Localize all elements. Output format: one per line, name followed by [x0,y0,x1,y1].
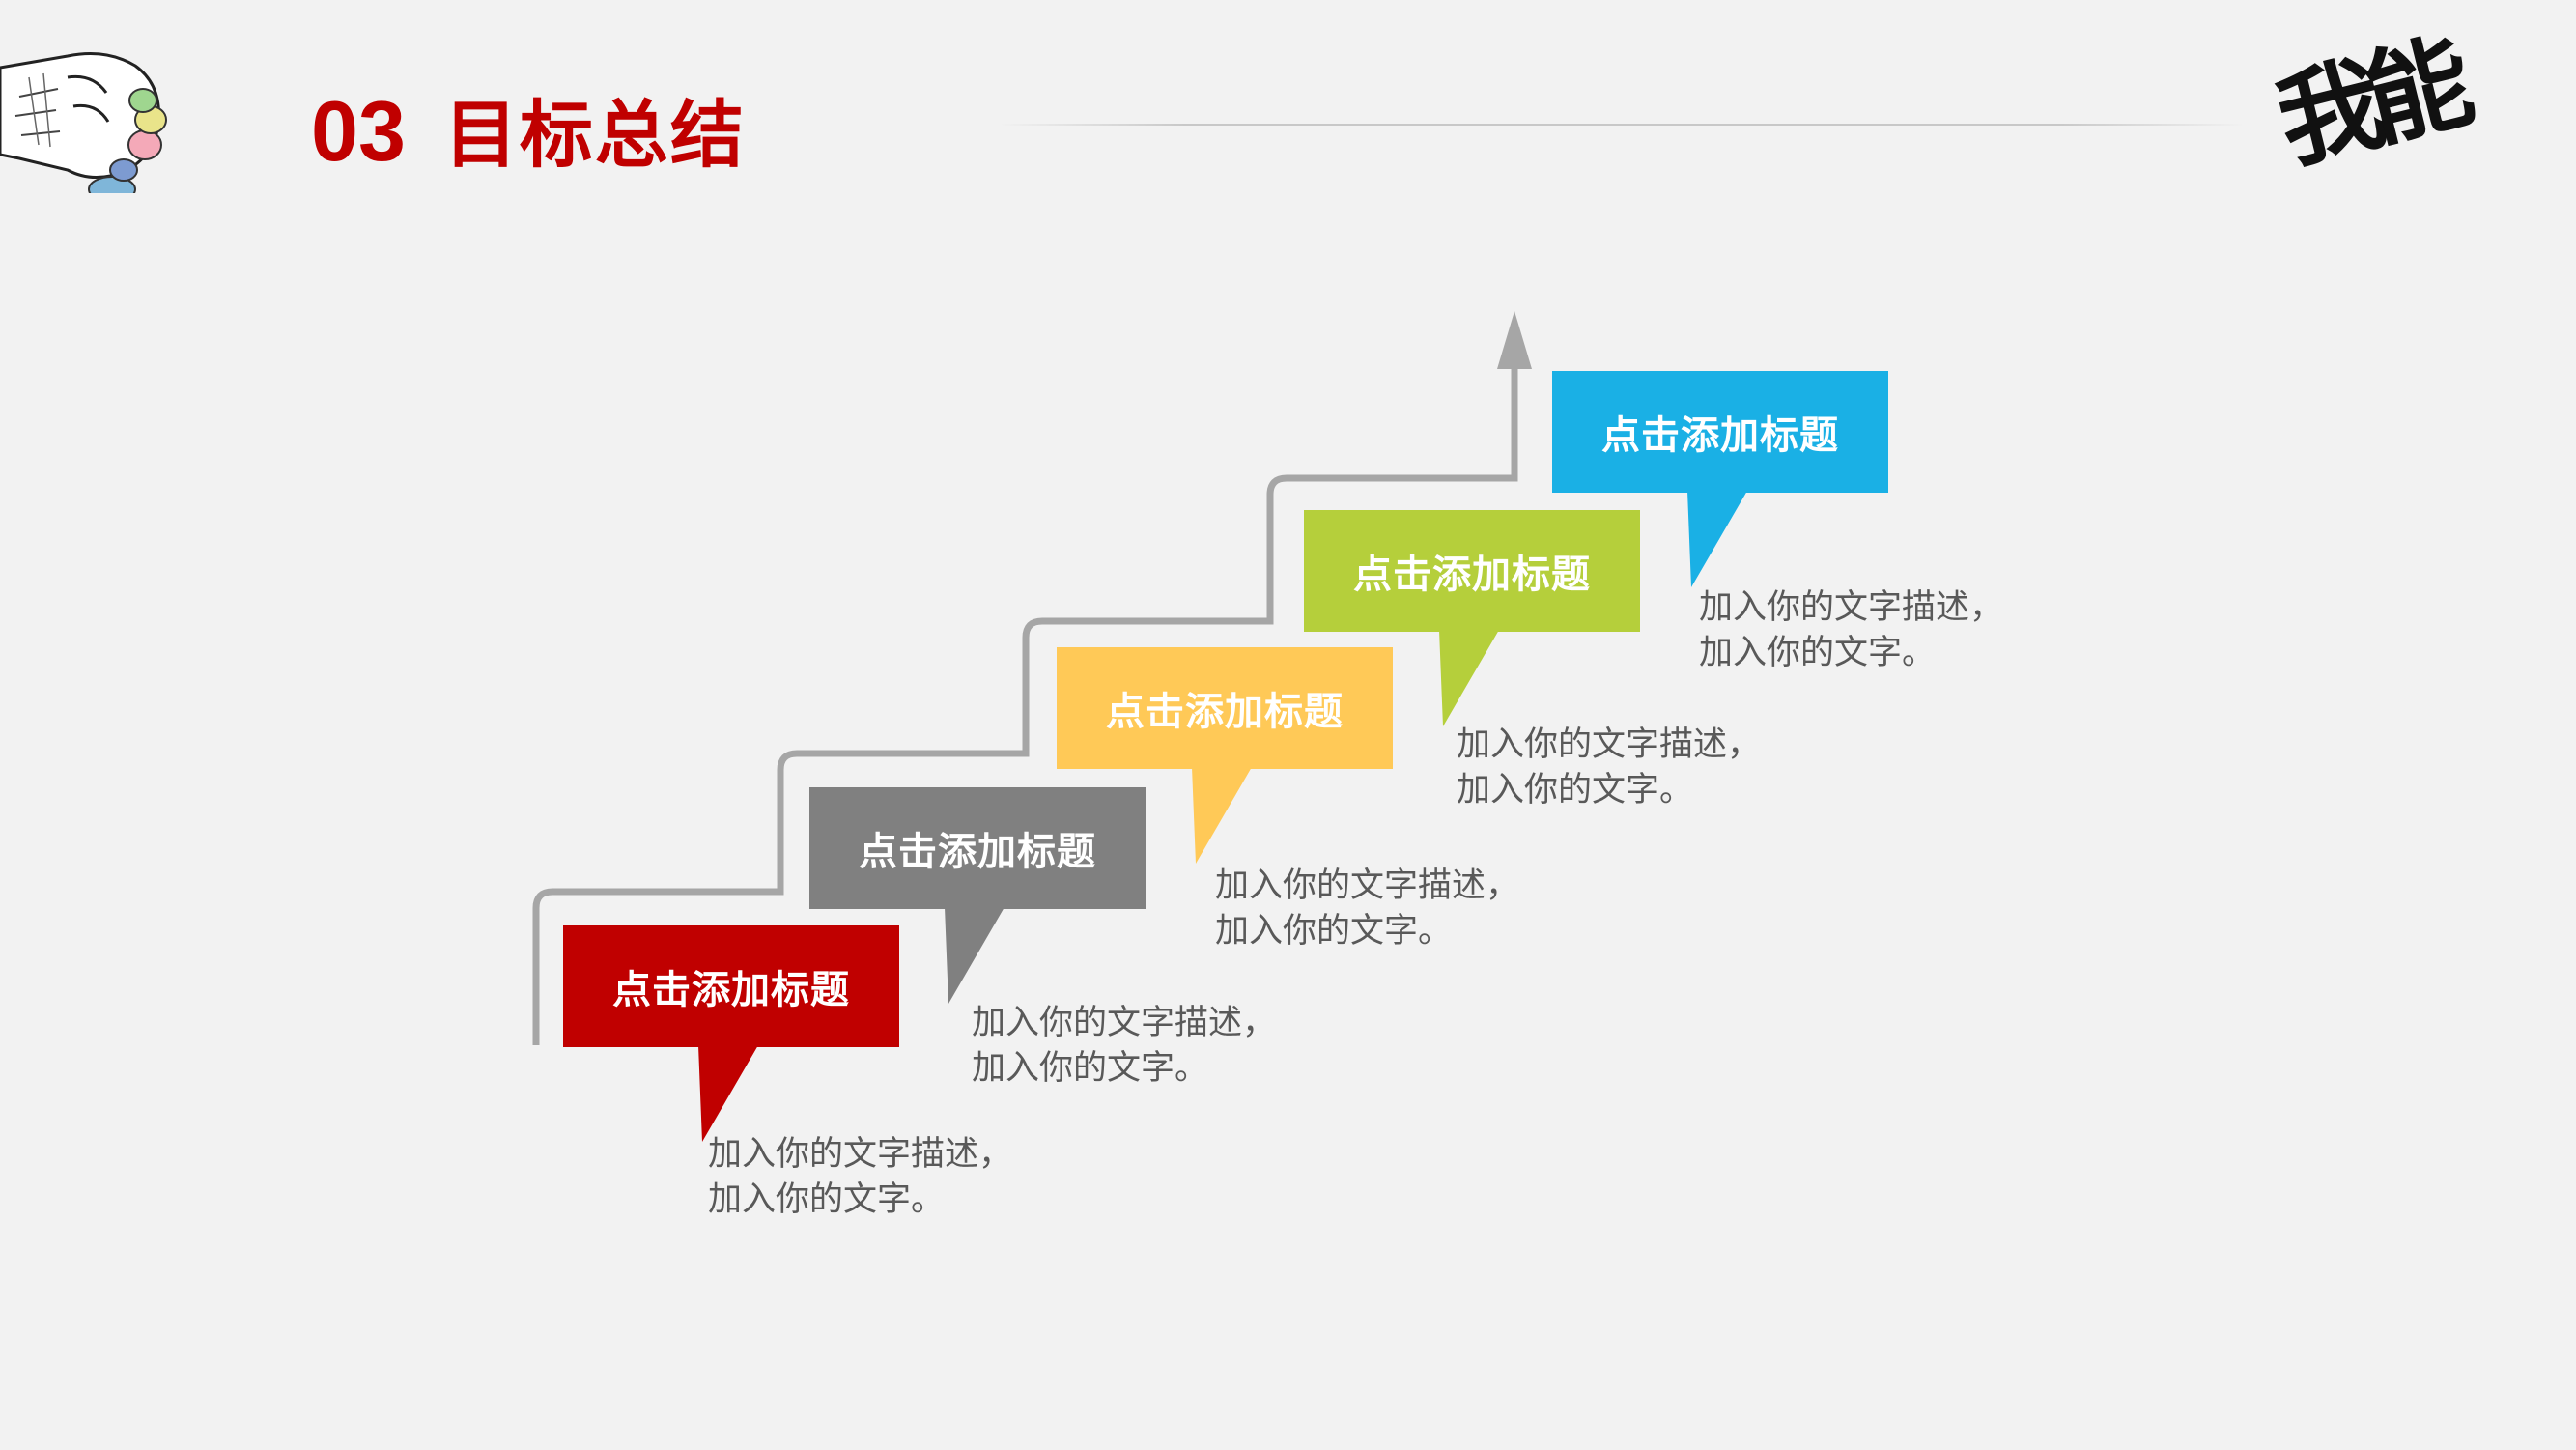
step-5-title-box[interactable]: 点击添加标题 [1552,371,1888,493]
slide-title: 03 目标总结 [311,75,746,182]
step-4-title: 点击添加标题 [1353,553,1591,597]
step-1-pointer-icon [698,1045,758,1142]
step-1-desc-line1: 加入你的文字描述， [708,1135,1013,1174]
step-2-desc-line1: 加入你的文字描述， [972,1004,1277,1042]
step-4-desc-line1: 加入你的文字描述， [1457,725,1762,764]
step-5-desc-line2: 加入你的文字。 [1699,634,1937,672]
step-3-title: 点击添加标题 [1106,690,1344,734]
step-1-title-box[interactable]: 点击添加标题 [563,925,899,1047]
header-divider [999,124,2245,126]
step-2-title-box[interactable]: 点击添加标题 [809,787,1146,909]
step-5-description: 加入你的文字描述， 加入你的文字。 [1699,585,2003,676]
step-4-description: 加入你的文字描述， 加入你的文字。 [1457,723,1761,813]
step-4-desc-line2: 加入你的文字。 [1457,771,1694,810]
step-2-title: 点击添加标题 [859,830,1096,874]
section-number: 03 [311,83,406,179]
step-2-description: 加入你的文字描述， 加入你的文字。 [972,1001,1276,1092]
step-1-title: 点击添加标题 [612,968,850,1012]
step-1-desc-line2: 加入你的文字。 [708,1180,946,1219]
step-3-pointer-icon [1192,767,1252,864]
step-1-description: 加入你的文字描述， 加入你的文字。 [708,1132,1012,1223]
step-4-title-box[interactable]: 点击添加标题 [1304,510,1640,632]
step-3-description: 加入你的文字描述， 加入你的文字。 [1215,864,1519,954]
arrow-up-icon [1497,311,1532,369]
step-3-desc-line1: 加入你的文字描述， [1215,867,1520,905]
fist-illustration-icon [0,52,167,193]
step-3-title-box[interactable]: 点击添加标题 [1057,647,1393,769]
step-2-pointer-icon [945,907,1005,1004]
step-5-title: 点击添加标题 [1601,413,1839,458]
step-3-desc-line2: 加入你的文字。 [1215,912,1453,951]
step-5-desc-line1: 加入你的文字描述， [1699,588,2004,627]
step-5-pointer-icon [1687,491,1747,587]
step-4-pointer-icon [1439,630,1499,726]
section-title: 目标总结 [443,92,746,178]
step-2-desc-line2: 加入你的文字。 [972,1049,1209,1088]
